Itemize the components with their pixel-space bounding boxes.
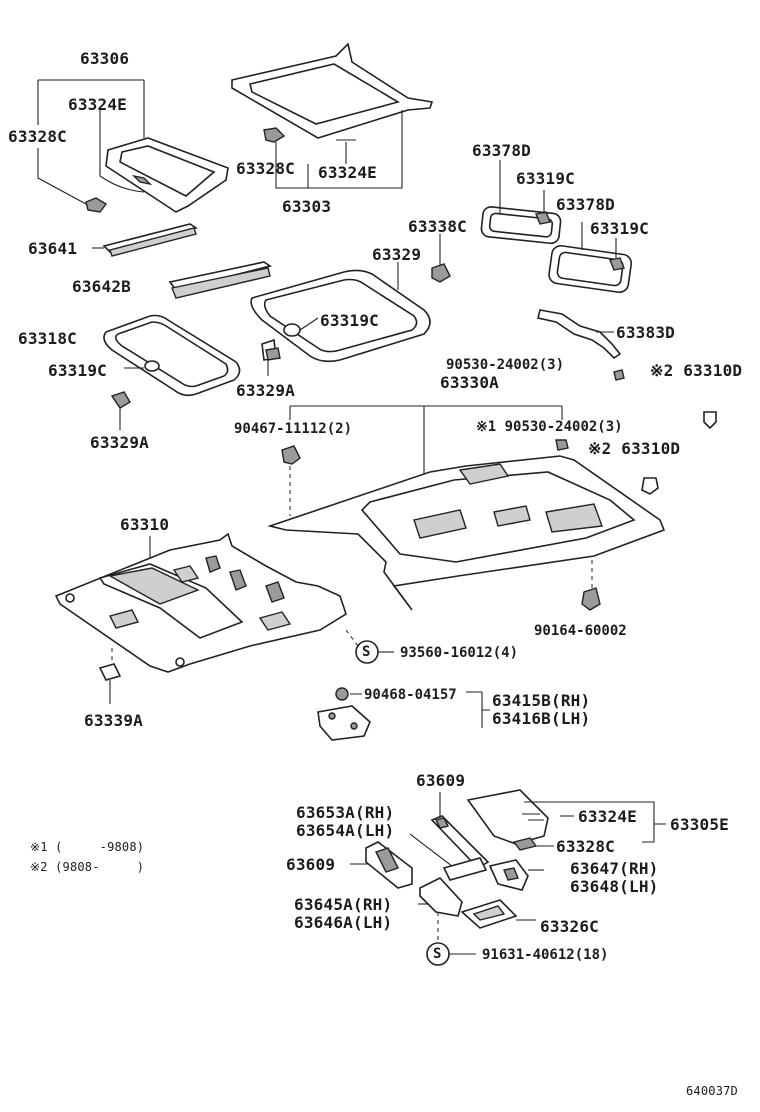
bracket-63303 — [275, 110, 403, 189]
rail-63641 — [102, 223, 198, 257]
rail-63609-a — [430, 815, 490, 870]
label-63318C: 63318C — [18, 329, 77, 348]
leader-63653A — [409, 833, 453, 867]
seal-63378D-b — [548, 244, 633, 294]
clip-90467 — [281, 445, 301, 465]
dash-93560 — [345, 629, 359, 647]
clip-63329A-a — [261, 338, 281, 361]
label-63609-a: 63609 — [416, 771, 466, 790]
label-63330A: 63330A — [440, 373, 499, 392]
label-63324E-c: 63324E — [578, 807, 637, 826]
label-63328C-a: 63328C — [8, 127, 67, 146]
bracket-63330A — [289, 405, 563, 482]
label-90164: 90164-60002 — [534, 623, 627, 639]
label-63306: 63306 — [80, 49, 130, 68]
note-1: ※1 ( -9808) — [30, 840, 145, 854]
screw-90164 — [581, 587, 601, 611]
label-63319C-c: 63319C — [320, 311, 379, 330]
label-63310: 63310 — [120, 515, 170, 534]
slide-guide-63324E — [99, 175, 145, 193]
seal-63318C — [103, 314, 241, 397]
label-63329A-a: 63329A — [236, 381, 295, 400]
label-63641: 63641 — [28, 239, 78, 258]
holder-63653A — [442, 857, 488, 881]
holder-63645A — [419, 877, 463, 917]
clip-63319C-d — [144, 360, 160, 372]
sunshade-63305E — [466, 789, 549, 851]
label-63329A-b: 63329A — [90, 433, 149, 452]
label-90530-a: 90530-24002(3) — [446, 357, 565, 373]
screw-90468 — [335, 687, 349, 701]
clip-63338C — [431, 263, 451, 283]
label-63305E: 63305E — [670, 815, 729, 834]
label-63642B: 63642B — [72, 277, 131, 296]
label-91631: 91631-40612(18) — [482, 947, 609, 963]
label-63338C: 63338C — [408, 217, 467, 236]
label-63609-b: 63609 — [286, 855, 336, 874]
label-63303: 63303 — [282, 197, 332, 216]
label-63645A: 63645A(RH) — [294, 895, 393, 914]
label-63328C-b: 63328C — [236, 159, 295, 178]
leader-63319C-c — [299, 317, 319, 331]
label-63328C-c: 63328C — [556, 837, 615, 856]
label-63319C-d: 63319C — [48, 361, 107, 380]
label-63310D-b: ※2 63310D — [588, 439, 681, 458]
headliner-63310 — [54, 532, 347, 673]
label-63324E-a: 63324E — [68, 95, 127, 114]
clip-63310D-b — [641, 477, 659, 495]
bracket-63305E — [524, 801, 666, 843]
leader-63378D-a — [499, 160, 545, 214]
rail-63609-b — [365, 841, 413, 889]
leader-63415B — [350, 691, 490, 728]
seal-63378D-a — [480, 206, 562, 245]
label-63647: 63647(RH) — [570, 859, 659, 878]
label-63326C: 63326C — [540, 917, 599, 936]
label-63329: 63329 — [372, 245, 422, 264]
label-63378D-b: 63378D — [556, 195, 615, 214]
clip-63329A-b — [110, 391, 131, 409]
leader-63378D-b — [581, 222, 617, 258]
note-2: ※2 (9808- ) — [30, 860, 145, 874]
label-63339A: 63339A — [84, 711, 143, 730]
screw-90530-b — [555, 439, 569, 451]
label-63416B: 63416B(LH) — [492, 709, 591, 728]
headliner-63330A — [267, 455, 666, 611]
sunroof-frame-63303 — [231, 42, 434, 143]
label-63324E-b: 63324E — [318, 163, 377, 182]
label-90468: 90468-04157 — [364, 687, 457, 703]
label-63648: 63648(LH) — [570, 877, 659, 896]
label-63415B: 63415B(RH) — [492, 691, 591, 710]
seal-63329 — [250, 269, 431, 363]
label-63646A: 63646A(LH) — [294, 913, 393, 932]
label-63654A: 63654A(LH) — [296, 821, 395, 840]
sunshade-frame-63306 — [105, 137, 229, 213]
clip-63310D-a — [703, 411, 717, 430]
holder-63647 — [488, 859, 529, 891]
clip-63319C-c — [283, 323, 301, 337]
figure-code: 640037D — [686, 1084, 738, 1098]
leader-63324E-c — [536, 815, 574, 847]
label-63378D-a: 63378D — [472, 141, 531, 160]
label-63383D: 63383D — [616, 323, 675, 342]
label-symbol-s-a: S — [362, 644, 371, 660]
label-symbol-s-b: S — [433, 946, 442, 962]
clip-63339A — [98, 663, 122, 681]
label-63653A: 63653A(RH) — [296, 803, 395, 822]
rail-63642B — [168, 261, 272, 299]
clip-63328C-left — [85, 197, 108, 213]
label-63310D-a: ※2 63310D — [650, 361, 743, 380]
label-93560: 93560-16012(4) — [400, 645, 519, 661]
cover-63326C — [460, 899, 518, 929]
label-63319C-a: 63319C — [516, 169, 575, 188]
label-90530-b: ※1 90530-24002(3) — [476, 419, 623, 435]
bracket-63306 — [37, 79, 145, 205]
bracket-63415B — [317, 705, 371, 741]
wire-63383D — [537, 309, 625, 381]
label-90467: 90467-11112(2) — [234, 421, 353, 437]
label-63319C-b: 63319C — [590, 219, 649, 238]
